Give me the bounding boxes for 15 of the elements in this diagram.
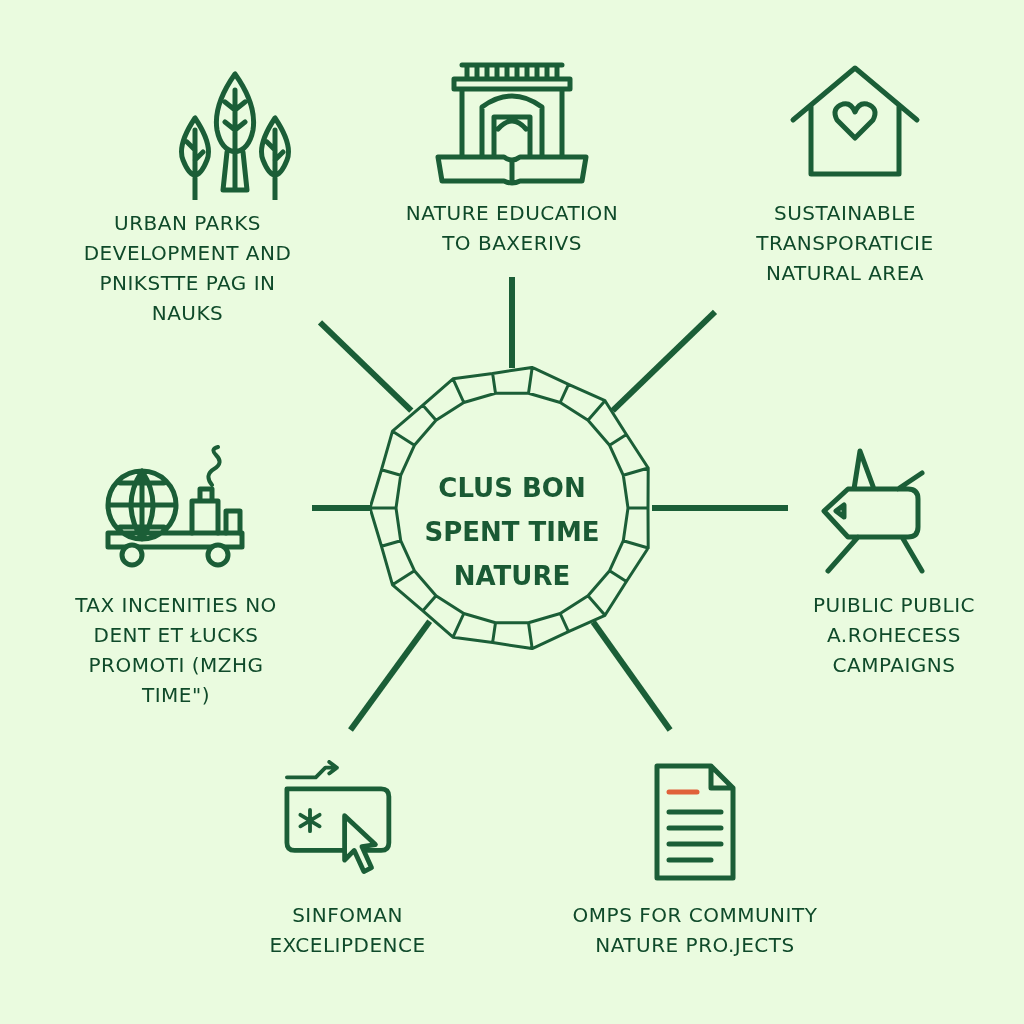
- topic-label: OMPS FOR COMMUNITY NATURE PRO.JECTS: [571, 902, 819, 959]
- topic-label: SINFOMAN EXCELIPDENCE: [268, 902, 427, 959]
- topic-label: URBAN PARKS DEVELOPMENT AND PNIKSTTE PAG IN NAUKS: [82, 210, 293, 327]
- spoke-line: [610, 309, 718, 413]
- spoke-line: [317, 320, 414, 413]
- spoke-line: [348, 619, 433, 732]
- spoke-line: [652, 505, 788, 511]
- topic-label: TAX INCENITIES NO DENT ET ŁUCKS PROMOTI (MZHG TIME"): [74, 592, 278, 709]
- topic-label: PUIBLIC PUBLIC A.ROHECESS CAMPAIGNS: [811, 592, 977, 679]
- spoke-line: [312, 505, 372, 511]
- topic-label: SUSTAINABLE TRANSPORATICIE NATURAL AREA: [755, 200, 935, 287]
- spoke-line: [509, 277, 515, 368]
- center-title: CLUS BON SPENT TIME NATURE: [423, 472, 601, 593]
- topic-label: NATURE EDUCATION TO BAXERIVS: [404, 200, 620, 257]
- spoke-line: [590, 620, 673, 732]
